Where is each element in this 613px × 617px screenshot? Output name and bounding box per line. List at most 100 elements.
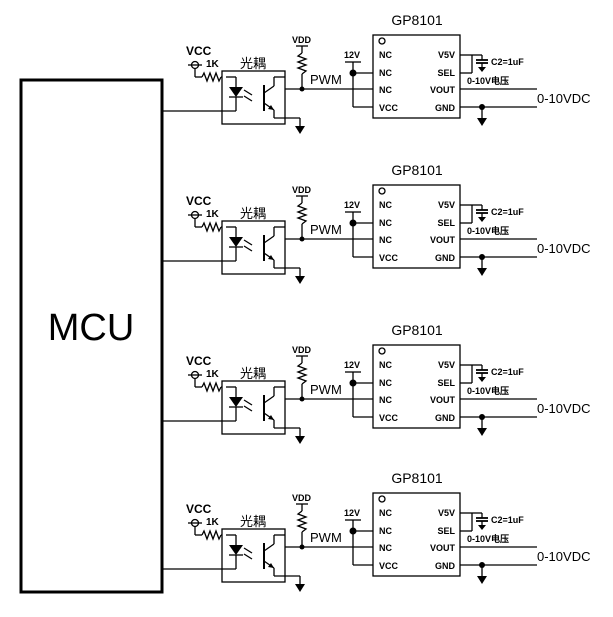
pin-right-4: GND — [435, 253, 456, 263]
vdd-label: VDD — [292, 35, 312, 45]
pin-left-2: NC — [379, 68, 392, 78]
pullup-resistor-icon — [296, 510, 308, 533]
phototransistor-icon — [263, 535, 275, 576]
pin-left-3: NC — [379, 395, 392, 405]
pin-right-3: VOUT — [430, 235, 456, 245]
ground-arrow-icon — [295, 126, 305, 134]
mcu-label: MCU — [48, 307, 135, 349]
pwm-label: PWM — [310, 530, 342, 545]
output-label: 0-10VDC — [537, 401, 590, 416]
capacitor-label: C2=1uF — [491, 207, 524, 217]
ground-arrow-icon — [477, 118, 487, 126]
capacitor-icon — [476, 59, 488, 64]
pin-left-2: NC — [379, 378, 392, 388]
output-note: 0-10V电压 — [467, 75, 509, 86]
pin-right-4: GND — [435, 413, 456, 423]
pin1-marker-icon — [378, 37, 386, 45]
pin-left-2: NC — [379, 526, 392, 536]
channel-circuit-2: VCC 1K 光耦 — [162, 162, 590, 284]
ground-arrow-icon — [478, 67, 486, 72]
ground-arrow-icon — [478, 525, 486, 530]
pin-left-3: NC — [379, 85, 392, 95]
output-label: 0-10VDC — [537, 241, 590, 256]
pin-left-1: NC — [379, 50, 392, 60]
led-icon — [226, 534, 253, 569]
output-note: 0-10V电压 — [467, 225, 509, 236]
pin-right-2: SEL — [437, 378, 455, 388]
ground-arrow-icon — [478, 377, 486, 382]
resistor-1k-icon — [201, 221, 222, 233]
pin-right-1: V5V — [438, 508, 455, 518]
ground-arrow-icon — [477, 428, 487, 436]
channel-circuit-4: VCC 1K 光耦 — [162, 470, 590, 592]
vcc-label: VCC — [186, 194, 212, 208]
vdd-label: VDD — [292, 493, 312, 503]
gp8101-chip — [372, 492, 461, 577]
pin-right-3: VOUT — [430, 395, 456, 405]
vcc-label: VCC — [186, 354, 212, 368]
pin-right-3: VOUT — [430, 85, 456, 95]
led-icon — [226, 386, 253, 421]
resistor-1k-icon — [201, 381, 222, 393]
capacitor-label: C2=1uF — [491, 515, 524, 525]
pwm-label: PWM — [310, 222, 342, 237]
resistor-label: 1K — [206, 517, 220, 528]
vdd-label: VDD — [292, 345, 312, 355]
capacitor-icon — [476, 517, 488, 522]
capacitor-icon — [476, 369, 488, 374]
gp8101-chip — [372, 184, 461, 269]
pwm-label: PWM — [310, 382, 342, 397]
capacitor-label: C2=1uF — [491, 367, 524, 377]
vcc-label: VCC — [186, 44, 212, 58]
resistor-1k-icon — [201, 71, 222, 83]
pin-left-4: VCC — [379, 253, 399, 263]
optocoupler-label: 光耦 — [240, 514, 266, 529]
chip-name: GP8101 — [391, 162, 443, 178]
output-label: 0-10VDC — [537, 549, 590, 564]
supply-12v-label: 12V — [344, 508, 360, 518]
optocoupler-label: 光耦 — [240, 56, 266, 71]
gp8101-chip — [372, 34, 461, 119]
ground-arrow-icon — [478, 217, 486, 222]
channels-group: VCC 1K 光耦 — [162, 12, 590, 592]
pin-left-4: VCC — [379, 103, 399, 113]
optocoupler-label: 光耦 — [240, 206, 266, 221]
pin1-marker-icon — [378, 187, 386, 195]
supply-12v-label: 12V — [344, 50, 360, 60]
channel-circuit-1: VCC 1K 光耦 — [162, 12, 590, 134]
pin-right-1: V5V — [438, 360, 455, 370]
pin1-marker-icon — [378, 347, 386, 355]
ground-arrow-icon — [295, 584, 305, 592]
pin-left-1: NC — [379, 200, 392, 210]
pwm-label: PWM — [310, 72, 342, 87]
led-icon — [226, 76, 253, 111]
pin-left-3: NC — [379, 543, 392, 553]
pin-left-4: VCC — [379, 413, 399, 423]
pin-right-4: GND — [435, 561, 456, 571]
pin-left-1: NC — [379, 360, 392, 370]
chip-name: GP8101 — [391, 322, 443, 338]
pullup-resistor-icon — [296, 52, 308, 75]
supply-12v-label: 12V — [344, 200, 360, 210]
capacitor-label: C2=1uF — [491, 57, 524, 67]
gp8101-chip — [372, 344, 461, 429]
output-note: 0-10V电压 — [467, 385, 509, 396]
resistor-label: 1K — [206, 369, 220, 380]
pin-left-1: NC — [379, 508, 392, 518]
resistor-1k-icon — [201, 529, 222, 541]
mcu-block: MCU — [19, 78, 164, 594]
pullup-resistor-icon — [296, 202, 308, 225]
pin1-marker-icon — [378, 495, 386, 503]
pullup-resistor-icon — [296, 362, 308, 385]
channel-circuit-3: VCC 1K 光耦 — [162, 322, 590, 444]
pin-right-2: SEL — [437, 218, 455, 228]
output-note: 0-10V电压 — [467, 533, 509, 544]
led-icon — [226, 226, 253, 261]
chip-name: GP8101 — [391, 12, 443, 28]
ground-arrow-icon — [477, 268, 487, 276]
pin-right-3: VOUT — [430, 543, 456, 553]
pin-right-1: V5V — [438, 200, 455, 210]
ground-arrow-icon — [295, 276, 305, 284]
pin-left-3: NC — [379, 235, 392, 245]
